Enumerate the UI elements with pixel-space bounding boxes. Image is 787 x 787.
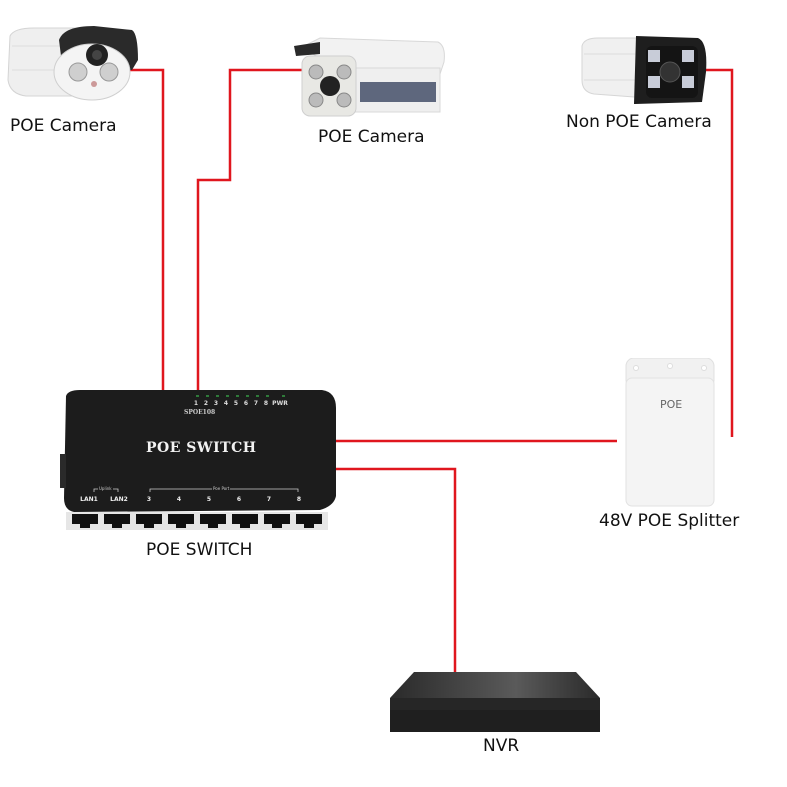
- switch-face-title: POE SWITCH: [146, 440, 257, 456]
- port-label: 3: [146, 496, 152, 503]
- port-label: 4: [176, 496, 182, 503]
- port-label: 8: [296, 496, 302, 503]
- led-label: 4: [223, 400, 229, 407]
- led-label: 7: [253, 400, 259, 407]
- splitter-face-text: POE: [660, 398, 683, 411]
- poe-port-caption: Poe Port: [212, 486, 231, 491]
- bullet-camera-icon: [581, 36, 707, 104]
- port-label: 6: [236, 496, 242, 503]
- led-label: 3: [213, 400, 219, 407]
- led-label: 2: [203, 400, 209, 407]
- network-switch-icon: [60, 390, 336, 530]
- nvr-label: NVR: [483, 736, 520, 756]
- poe-switch-label: POE SWITCH: [146, 540, 253, 560]
- poe-camera-1: [4, 20, 144, 104]
- led-label: 8: [263, 400, 269, 407]
- poe-splitter: POE: [624, 357, 716, 508]
- non-poe-camera: [578, 32, 710, 106]
- poe-camera-2: [290, 32, 450, 120]
- switch-port-labels: LAN1 LAN2 3 4 5 6 7 8: [74, 496, 314, 503]
- poe-camera-1-label: POE Camera: [10, 116, 117, 136]
- nvr-recorder-icon: [390, 672, 600, 732]
- led-label: 1: [193, 400, 199, 407]
- wire-switch-to-nvr: [336, 467, 457, 680]
- poe-splitter-label: 48V POE Splitter: [599, 511, 740, 531]
- led-label: 6: [243, 400, 249, 407]
- bullet-camera-icon: [294, 37, 445, 117]
- led-label: 5: [233, 400, 239, 407]
- port-label: 5: [206, 496, 212, 503]
- port-label: LAN1: [80, 496, 98, 503]
- non-poe-camera-label: Non POE Camera: [566, 112, 712, 132]
- poe-splitter-icon: [625, 357, 715, 507]
- bullet-camera-icon: [7, 26, 138, 101]
- nvr: [386, 670, 604, 732]
- poe-camera-2-label: POE Camera: [318, 127, 425, 147]
- switch-led-labels: 1 2 3 4 5 6 7 8 PWR: [191, 400, 289, 407]
- led-label: PWR: [272, 400, 288, 407]
- switch-model: SPOE108: [184, 409, 216, 416]
- port-label: 7: [266, 496, 272, 503]
- poe-switch: 1 2 3 4 5 6 7 8 PWR SPOE108 POE SWITCH U…: [60, 388, 340, 532]
- port-label: LAN2: [110, 496, 128, 503]
- uplink-caption: Uplink: [98, 486, 113, 491]
